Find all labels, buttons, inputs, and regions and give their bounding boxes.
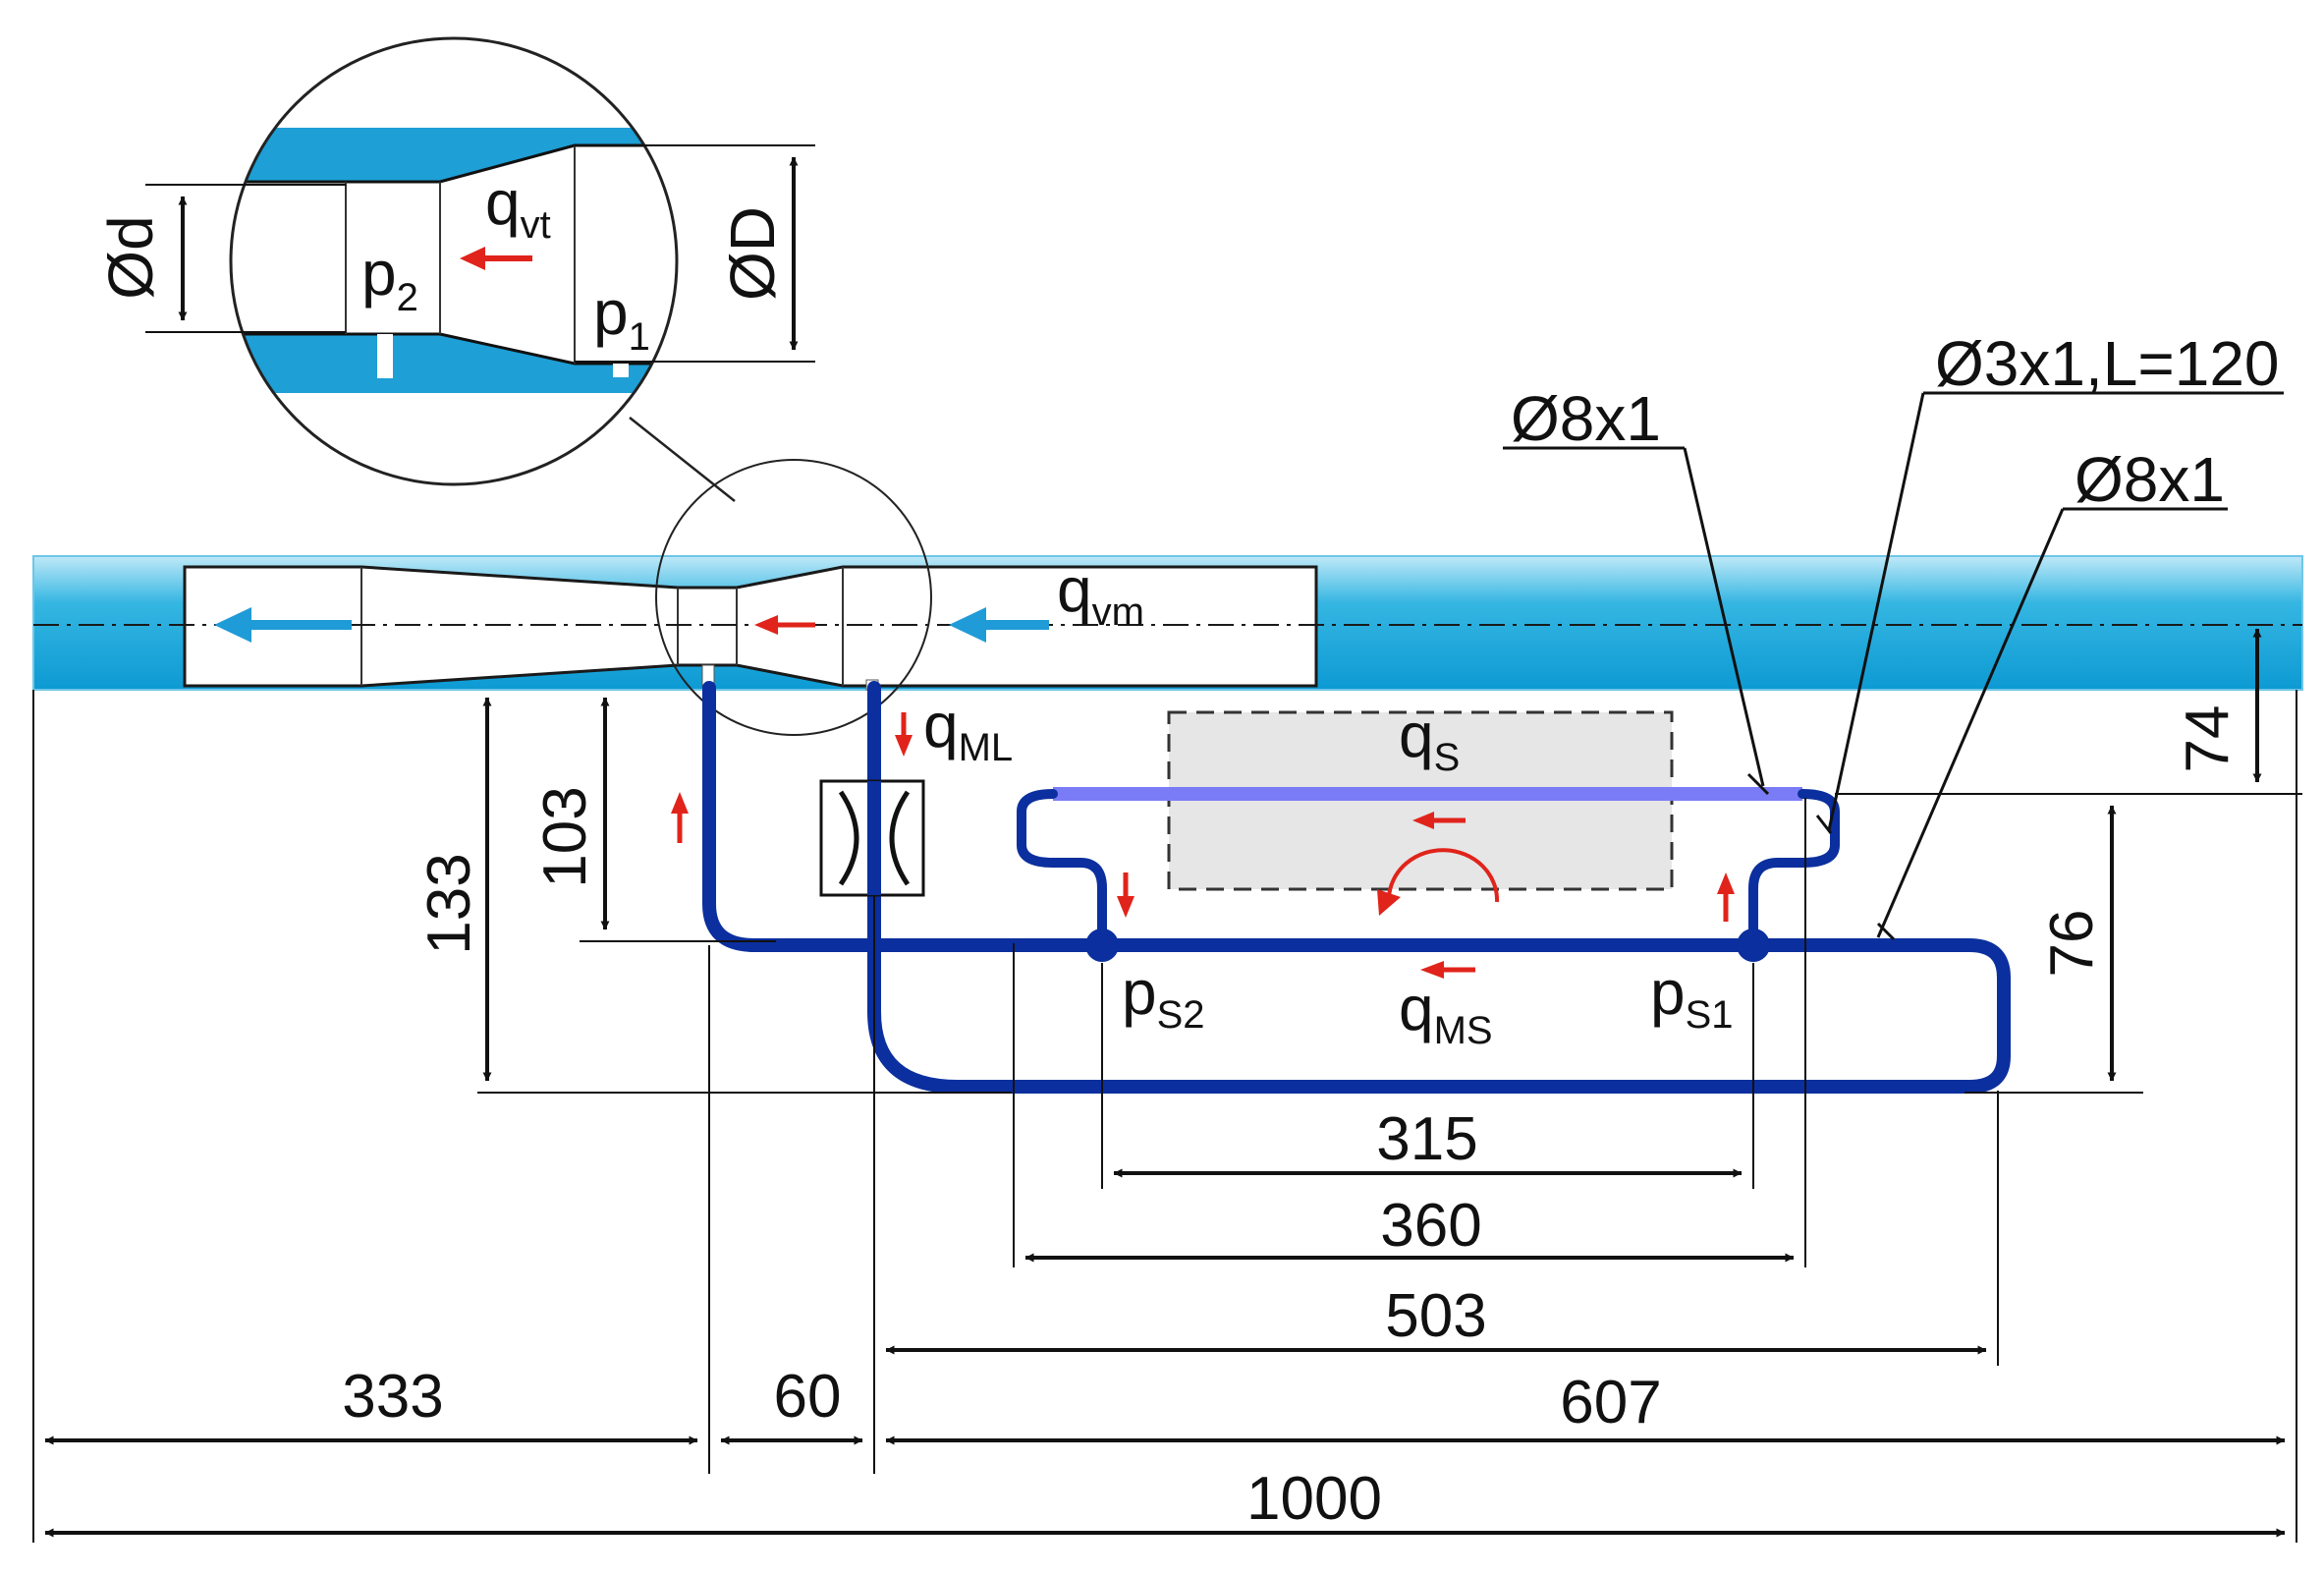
label-dia-small: Ød <box>95 215 166 299</box>
callout-tick <box>1815 815 1833 834</box>
callout-leader <box>1683 447 1765 787</box>
label-p1: p1 <box>593 277 650 359</box>
label-ps2: pS2 <box>1122 957 1205 1037</box>
callout-leader <box>1827 392 1925 831</box>
dim-133: 133 <box>415 853 483 954</box>
qs-flow-arrow-icon <box>1412 812 1466 829</box>
callout-pipe-8x1-a: Ø8x1 <box>1511 383 1661 454</box>
dim-333: 333 <box>342 1363 443 1431</box>
dim-315: 315 <box>1376 1105 1477 1173</box>
callout-pipe-3x1: Ø3x1,L=120 <box>1935 328 2280 399</box>
dim-76: 76 <box>2038 910 2106 978</box>
callout-leader <box>1876 508 2065 938</box>
outflow-arrow-icon <box>214 607 352 643</box>
pipe-bypass-right <box>1748 789 1840 950</box>
detail-view <box>231 39 677 484</box>
up-arrow-throat-icon <box>671 792 689 843</box>
detail-circle <box>229 36 679 486</box>
qms-flow-arrow-icon <box>1420 961 1475 979</box>
label-p2: p2 <box>361 238 418 319</box>
dim-103: 103 <box>531 786 599 887</box>
dim-74: 74 <box>2174 705 2241 773</box>
up-arrow-ps1-icon <box>1717 872 1735 922</box>
qml-arrow-icon <box>895 712 913 757</box>
throat-flow-arrow-icon <box>754 615 815 635</box>
down-arrow-ps2-icon <box>1117 872 1134 918</box>
venturi-tube <box>183 565 1318 688</box>
label-ps1: pS1 <box>1650 957 1734 1037</box>
circulation-arrow-icon <box>1377 848 1500 916</box>
detail-flow-arrow-icon <box>460 247 532 270</box>
label-qvm: qvm <box>1057 554 1144 634</box>
label-qml: qML <box>923 690 1013 769</box>
label-qms: qMS <box>1399 973 1493 1052</box>
callout-pipe-8x1-b: Ø8x1 <box>2075 444 2225 515</box>
junction-ps1 <box>1737 929 1770 962</box>
magnifier-leader <box>629 417 736 502</box>
label-dia-large: ØD <box>717 206 788 301</box>
dim-607: 607 <box>1560 1369 1661 1436</box>
label-qs: qS <box>1399 700 1460 779</box>
dim-60: 60 <box>774 1363 842 1431</box>
restrictor-icon <box>838 790 911 886</box>
magnifier-small-circle <box>655 459 932 736</box>
dim-1000: 1000 <box>1246 1465 1382 1533</box>
dim-503: 503 <box>1385 1282 1486 1350</box>
junction-ps2 <box>1085 929 1119 962</box>
pipe-bypass-left <box>1017 789 1107 950</box>
callout-tick <box>1876 922 1896 941</box>
dim-360: 360 <box>1380 1192 1481 1260</box>
inflow-arrow-icon <box>949 607 1049 643</box>
label-qvt: qvt <box>485 167 551 247</box>
callout-tick <box>1746 772 1770 796</box>
